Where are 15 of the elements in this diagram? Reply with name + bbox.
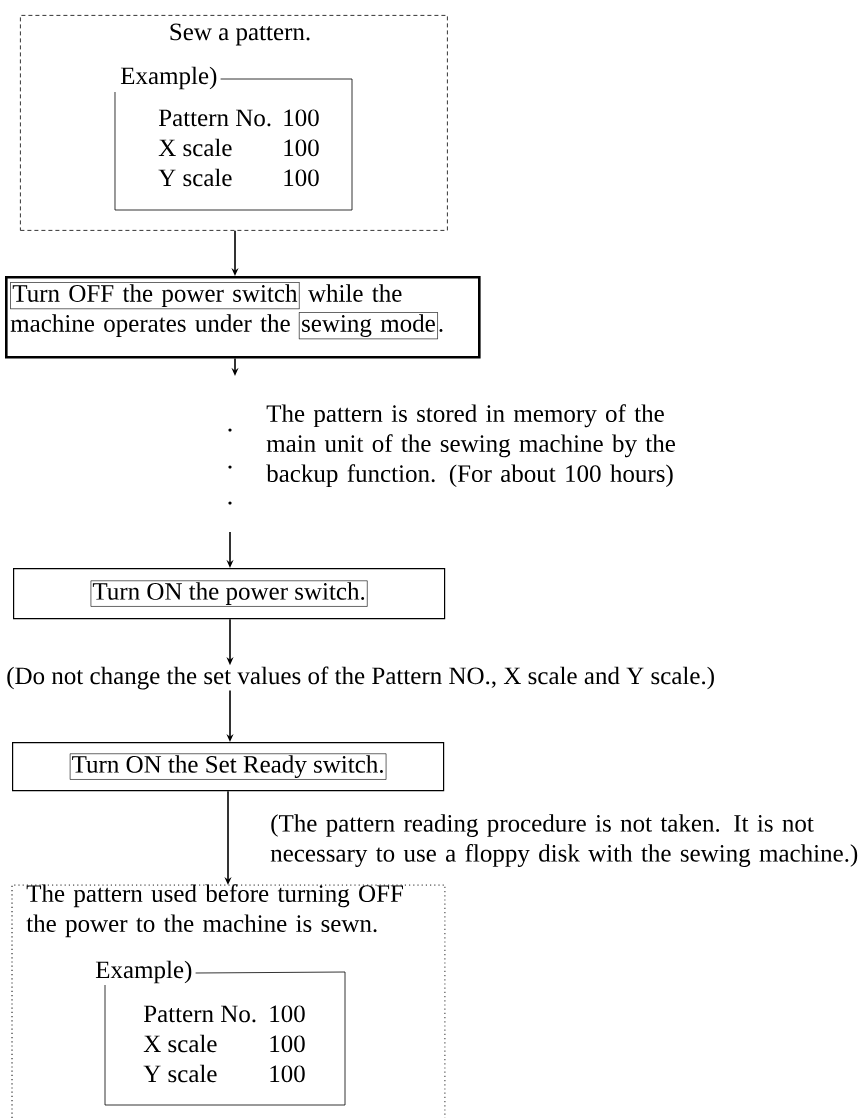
example-box: Example) Pattern No. 100 X scale 100 Y scale 100: [114, 66, 353, 211]
highlight-frame: Turn OFF the power switch: [9, 282, 300, 310]
example-box: Example) Pattern No. 100 X scale 100 Y scale 100: [95, 960, 346, 1106]
highlight-frame: Turn ON the Set Ready switch.: [69, 753, 387, 780]
highlight-frame: Turn ON the power switch.: [90, 580, 368, 607]
node-label: machine operates under the: [10, 314, 290, 337]
note-text: (The pattern reading procedure is not taken. It is not necessary to use a floppy disk with the sewing machine.): [270, 814, 858, 867]
note-text: (Do not change the set values of the Pattern NO., X scale and Y scale.): [7, 666, 714, 690]
step-box: [13, 568, 446, 620]
highlight-frame: sewing mode: [298, 312, 439, 340]
note-text: The pattern is stored in memory of the main unit of the sewing machine by the backup function. (For about 100 hours): [266, 404, 675, 488]
step-box: [12, 742, 445, 792]
node-label: .: [439, 329, 443, 333]
step-box: [5, 276, 481, 359]
node-label: while the: [307, 284, 402, 302]
